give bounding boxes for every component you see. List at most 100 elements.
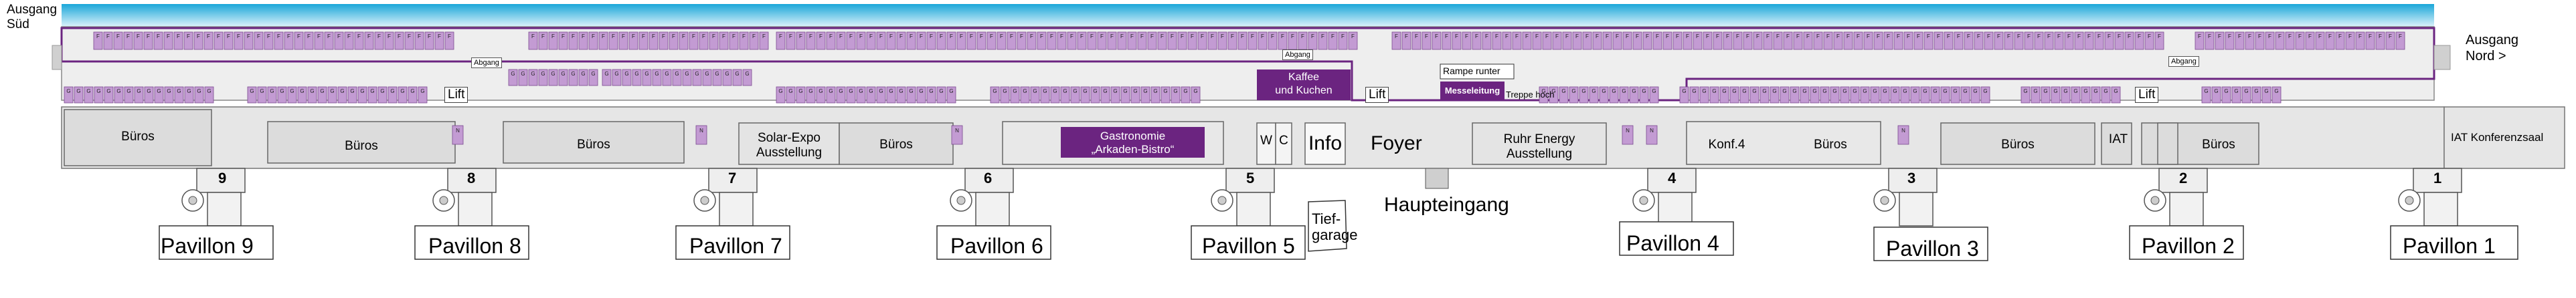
stand[interactable]: F xyxy=(1401,31,1411,50)
stand[interactable]: G xyxy=(816,86,826,104)
stand[interactable]: G xyxy=(204,86,214,104)
stand[interactable]: F xyxy=(384,31,394,50)
stand[interactable]: G xyxy=(1910,86,1920,104)
stand[interactable]: F xyxy=(1662,31,1672,50)
stand[interactable]: F xyxy=(936,31,946,50)
stand[interactable]: G xyxy=(518,69,528,86)
stand[interactable]: F xyxy=(113,31,123,50)
stand[interactable]: F xyxy=(143,31,153,50)
stand[interactable]: F xyxy=(1298,31,1308,50)
stand[interactable]: F xyxy=(1883,31,1893,50)
stand[interactable]: F xyxy=(1853,31,1863,50)
stand[interactable]: F xyxy=(2004,31,2014,50)
stand[interactable]: G xyxy=(184,86,194,104)
stand[interactable]: G xyxy=(388,86,398,104)
stand[interactable]: F xyxy=(1863,31,1873,50)
stand[interactable]: G xyxy=(1749,86,1759,104)
stand[interactable]: G xyxy=(2071,86,2081,104)
stand[interactable]: G xyxy=(742,69,752,86)
stand[interactable]: F xyxy=(2014,31,2024,50)
stand[interactable]: F xyxy=(2094,31,2104,50)
stand[interactable]: G xyxy=(1110,86,1120,104)
stand[interactable]: F xyxy=(588,31,598,50)
stand[interactable]: F xyxy=(659,31,669,50)
stand[interactable]: F xyxy=(1632,31,1642,50)
stand[interactable]: F xyxy=(183,31,193,50)
stand[interactable]: F xyxy=(93,31,103,50)
stand[interactable]: F xyxy=(1913,31,1923,50)
stand[interactable]: F xyxy=(1823,31,1833,50)
stand[interactable]: G xyxy=(578,69,588,86)
stand[interactable]: F xyxy=(1288,31,1298,50)
stand[interactable]: F xyxy=(1944,31,1954,50)
stand[interactable]: G xyxy=(287,86,297,104)
stand[interactable]: F xyxy=(1017,31,1027,50)
stand[interactable]: F xyxy=(1602,31,1612,50)
stand[interactable]: G xyxy=(1920,86,1930,104)
stand[interactable]: F xyxy=(1227,31,1237,50)
stand[interactable]: G xyxy=(124,86,134,104)
stand[interactable]: G xyxy=(1120,86,1130,104)
stand[interactable]: F xyxy=(1167,31,1177,50)
stand[interactable]: F xyxy=(2054,31,2064,50)
stand[interactable]: G xyxy=(2031,86,2041,104)
stand[interactable]: F xyxy=(1833,31,1843,50)
stand[interactable]: F xyxy=(548,31,558,50)
stand[interactable]: F xyxy=(334,31,344,50)
stand[interactable]: G xyxy=(1191,86,1201,104)
stand[interactable]: G xyxy=(1900,86,1910,104)
stand[interactable]: G xyxy=(1150,86,1161,104)
stand[interactable]: F xyxy=(304,31,314,50)
stand[interactable]: G xyxy=(1890,86,1900,104)
stand[interactable]: F xyxy=(153,31,163,50)
stand[interactable]: F xyxy=(776,31,786,50)
stand[interactable]: F xyxy=(759,31,769,50)
stand[interactable]: G xyxy=(2241,86,2251,104)
stand[interactable]: F xyxy=(2034,31,2044,50)
stand[interactable]: F xyxy=(2275,31,2285,50)
stand[interactable]: F xyxy=(394,31,404,50)
stand[interactable]: F xyxy=(414,31,424,50)
stand[interactable]: F xyxy=(956,31,966,50)
stand[interactable]: G xyxy=(1569,86,1579,104)
stand[interactable]: G xyxy=(2221,86,2231,104)
stand[interactable]: G xyxy=(1549,86,1559,104)
stand[interactable]: G xyxy=(2041,86,2051,104)
stand[interactable]: F xyxy=(254,31,264,50)
stand[interactable]: F xyxy=(224,31,234,50)
stand[interactable]: F xyxy=(1248,31,1258,50)
stand[interactable]: G xyxy=(1080,86,1090,104)
stand[interactable]: F xyxy=(133,31,143,50)
stand[interactable]: G xyxy=(568,69,578,86)
stand[interactable]: F xyxy=(1137,31,1147,50)
stand[interactable]: F xyxy=(1452,31,1462,50)
stand[interactable]: G xyxy=(846,86,856,104)
stand[interactable]: F xyxy=(1974,31,1984,50)
stand[interactable]: F xyxy=(2195,31,2205,50)
stand[interactable]: G xyxy=(2111,86,2121,104)
stand[interactable]: F xyxy=(1723,31,1733,50)
stand[interactable]: F xyxy=(1097,31,1107,50)
stand[interactable]: F xyxy=(434,31,444,50)
stand[interactable]: G xyxy=(1800,86,1810,104)
stand[interactable]: F xyxy=(806,31,816,50)
stand[interactable]: G xyxy=(652,69,662,86)
stand[interactable]: G xyxy=(1030,86,1040,104)
stand[interactable]: G xyxy=(1171,86,1181,104)
stand[interactable]: G xyxy=(1709,86,1719,104)
stand[interactable]: G xyxy=(602,69,612,86)
stand[interactable]: F xyxy=(679,31,689,50)
stand[interactable]: G xyxy=(1840,86,1850,104)
stand[interactable]: G xyxy=(1181,86,1191,104)
stand[interactable]: F xyxy=(354,31,364,50)
stand[interactable]: G xyxy=(1689,86,1699,104)
stand[interactable]: F xyxy=(2265,31,2275,50)
stand[interactable]: F xyxy=(1733,31,1743,50)
stand[interactable]: F xyxy=(1502,31,1512,50)
stand[interactable]: F xyxy=(608,31,618,50)
stand[interactable]: G xyxy=(1719,86,1729,104)
stand[interactable]: F xyxy=(1592,31,1602,50)
stand[interactable]: F xyxy=(689,31,699,50)
stand[interactable]: F xyxy=(1217,31,1227,50)
stand[interactable]: F xyxy=(1047,31,1057,50)
